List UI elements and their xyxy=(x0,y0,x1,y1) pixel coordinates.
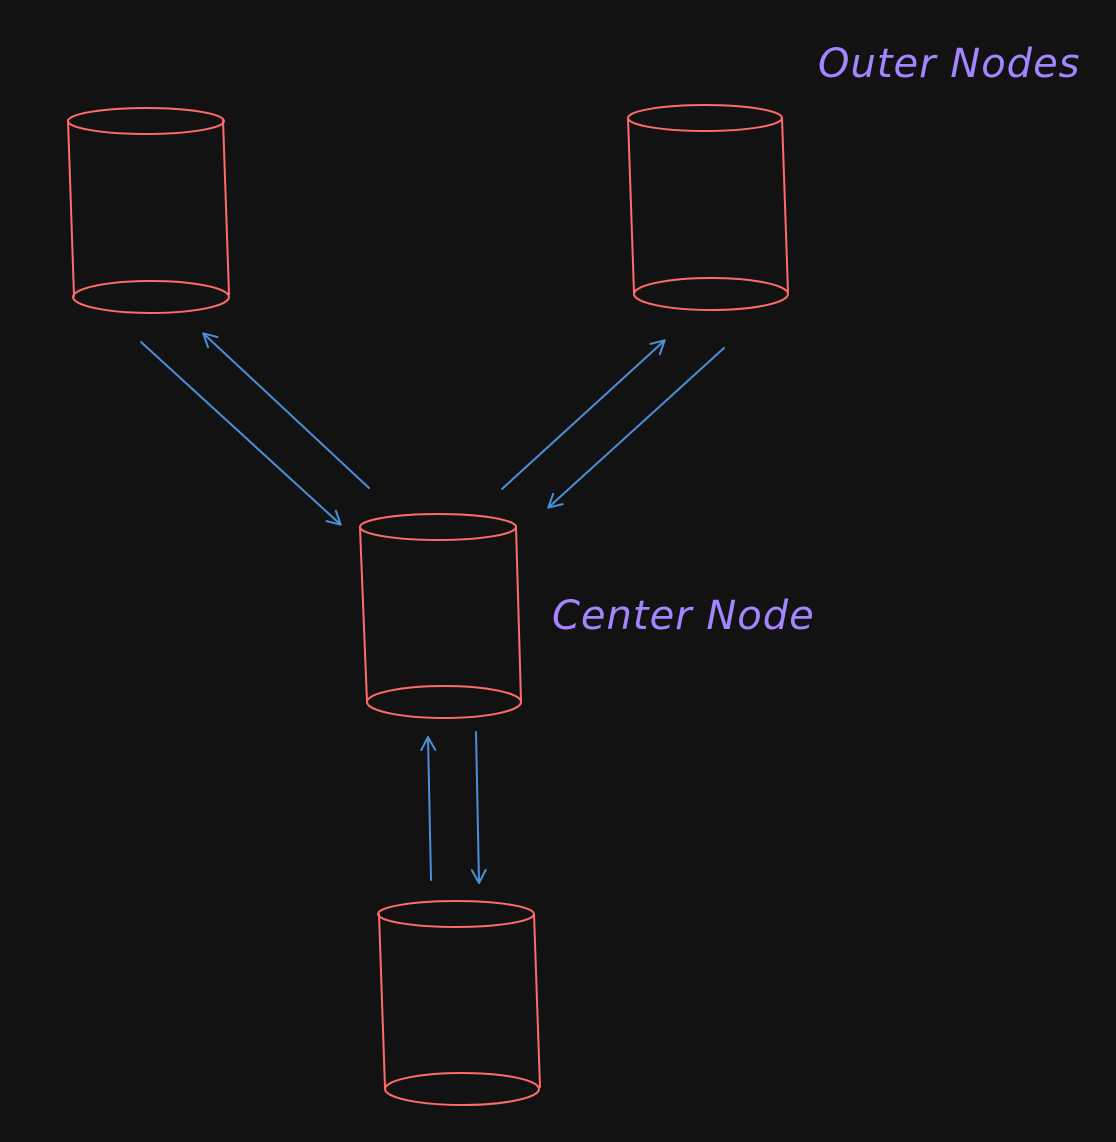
outer-node-top-left xyxy=(67,107,230,314)
edge-top-left-to-center xyxy=(140,341,342,526)
outer-nodes-label: Outer Nodes xyxy=(818,41,1081,87)
outer-node-bottom xyxy=(377,900,541,1106)
edge-center-to-top-left xyxy=(202,332,370,489)
center-node-label: Center Node xyxy=(552,593,815,639)
edge-center-to-bottom xyxy=(470,731,487,884)
outer-node-top-right xyxy=(627,104,789,311)
edge-bottom-to-center xyxy=(420,736,437,881)
edge-top-right-to-center xyxy=(547,347,725,509)
center-node xyxy=(359,513,522,719)
edge-center-to-top-right xyxy=(501,339,666,490)
